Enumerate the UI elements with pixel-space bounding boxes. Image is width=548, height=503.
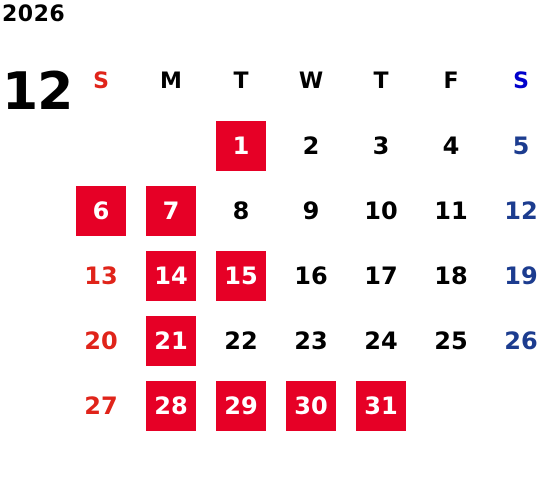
holiday-date-cell[interactable]: 6	[76, 186, 126, 236]
holiday-date-cell[interactable]: 29	[216, 381, 266, 431]
date-cell[interactable]: 12	[504, 197, 538, 225]
holiday-date-cell[interactable]: 31	[356, 381, 406, 431]
holiday-date-cell[interactable]: 15	[216, 251, 266, 301]
date-cell[interactable]: 23	[294, 327, 328, 355]
weekday-header: W	[298, 68, 324, 94]
date-cell[interactable]: 17	[364, 262, 398, 290]
date-cell[interactable]: 22	[224, 327, 258, 355]
date-cell[interactable]: 13	[84, 262, 118, 290]
date-cell[interactable]: 8	[232, 197, 250, 225]
holiday-date-cell[interactable]: 21	[146, 316, 196, 366]
holiday-date-cell[interactable]: 28	[146, 381, 196, 431]
date-cell[interactable]: 5	[512, 132, 530, 160]
weekday-header: T	[233, 68, 249, 94]
date-cell[interactable]: 4	[442, 132, 460, 160]
weekday-header: S	[93, 68, 109, 94]
date-cell[interactable]: 26	[504, 327, 538, 355]
date-cell[interactable]: 11	[434, 197, 468, 225]
date-cell[interactable]: 27	[84, 392, 118, 420]
weekday-header: F	[443, 68, 459, 94]
holiday-date-cell[interactable]: 30	[286, 381, 336, 431]
date-cell[interactable]: 2	[302, 132, 320, 160]
holiday-date-cell[interactable]: 1	[216, 121, 266, 171]
weekday-header: T	[373, 68, 389, 94]
date-cell[interactable]: 9	[302, 197, 320, 225]
year-label: 2026	[2, 2, 66, 27]
date-cell[interactable]: 3	[372, 132, 390, 160]
holiday-date-cell[interactable]: 14	[146, 251, 196, 301]
date-cell[interactable]: 25	[434, 327, 468, 355]
date-cell[interactable]: 18	[434, 262, 468, 290]
date-cell[interactable]: 19	[504, 262, 538, 290]
holiday-date-cell[interactable]: 7	[146, 186, 196, 236]
date-cell[interactable]: 16	[294, 262, 328, 290]
date-cell[interactable]: 10	[364, 197, 398, 225]
date-cell[interactable]: 20	[84, 327, 118, 355]
weekday-header: M	[160, 68, 182, 94]
month-number: 12	[2, 62, 73, 122]
date-cell[interactable]: 24	[364, 327, 398, 355]
weekday-header: S	[513, 68, 529, 94]
